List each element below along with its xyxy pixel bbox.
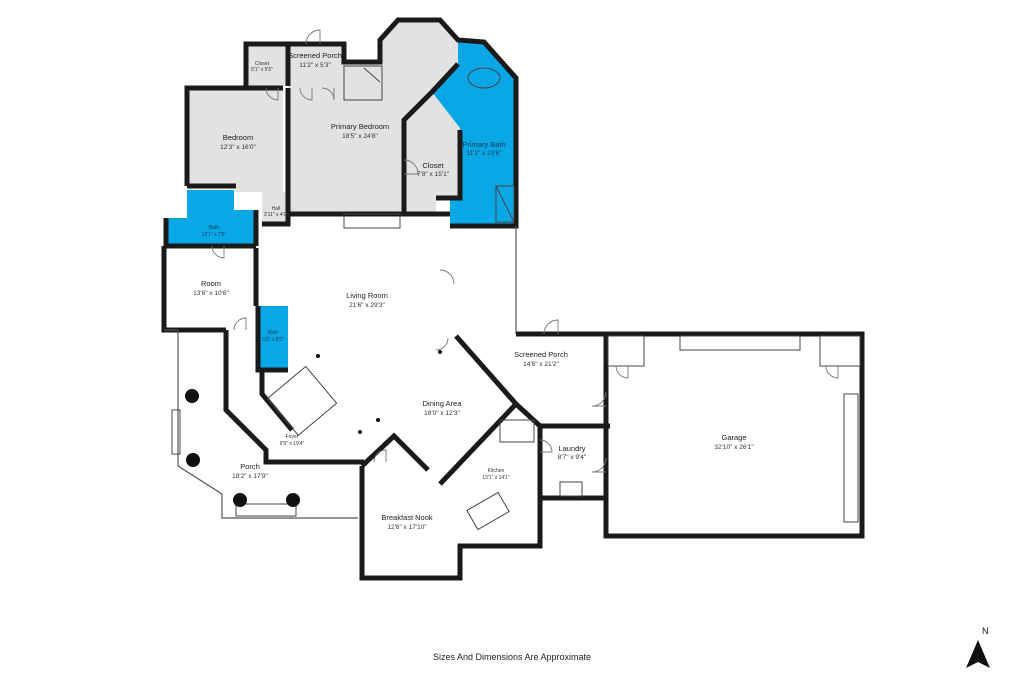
closet-small-fill (246, 44, 288, 86)
door-icon (211, 245, 225, 259)
primary-bedroom-dims: 18'5" x 24'8" (342, 133, 378, 140)
primary-bath-dims: 11'2" x 23'6" (466, 150, 502, 157)
closet-fill (404, 92, 460, 214)
column-icon (185, 389, 199, 403)
columns (185, 350, 442, 507)
closet-dims: 7'8" x 15'1" (417, 171, 450, 178)
screened-porch-name: Screened Porch (514, 350, 568, 359)
bath-upper-fill (166, 190, 256, 246)
fireplace-icon (343, 65, 383, 101)
primary-bath-fill (432, 42, 516, 226)
screened-porch-top-name: Screened Porch (288, 51, 342, 60)
porch-name: Porch (240, 462, 260, 471)
vanity-icon (343, 213, 401, 229)
column-icon (186, 453, 200, 467)
breakfast-nook-name: Breakfast Nook (381, 513, 433, 522)
dining-area-dims: 18'0" x 12'3" (424, 410, 460, 417)
door-icon (233, 317, 247, 331)
laundry-name: Laundry (558, 444, 585, 453)
screened-porch-dims: 14'6" x 21'2" (523, 361, 559, 368)
garage-door-icon (679, 335, 801, 351)
laundry-dims: 8'7" x 9'4" (558, 454, 587, 461)
bath-upper-dims: 12'1" x 7'6" (202, 232, 227, 238)
door-icon (825, 365, 839, 379)
door-icon (305, 29, 321, 45)
room-name: Room (201, 279, 221, 288)
porch-bench-icon (235, 503, 297, 517)
island-icon (466, 491, 510, 531)
bathtub-icon (467, 67, 501, 89)
footer-note: Sizes And Dimensions Are Approximate (432, 652, 592, 662)
door-icon (435, 337, 449, 351)
living-room-name: Living Room (346, 291, 388, 300)
room-labels: Closet 5'1" x 5'5" Screened Porch 11'2" … (193, 51, 754, 531)
door-icon (439, 269, 455, 285)
column-icon (316, 354, 320, 358)
bedroom-name: Bedroom (223, 133, 253, 142)
door-icon (539, 439, 553, 453)
compass-label: N (982, 626, 989, 636)
column-icon (376, 418, 380, 422)
door-icon (591, 457, 607, 473)
fixtures (171, 65, 861, 531)
garage-name: Garage (721, 433, 746, 442)
porch-dims: 18'2" x 17'9" (232, 473, 268, 480)
dining-area-name: Dining Area (423, 399, 463, 408)
bedroom-dims: 12'3" x 16'0" (220, 144, 256, 151)
door-icon (591, 391, 607, 407)
garage-dims: 32'10" x 26'1" (714, 444, 754, 451)
primary-bedroom-name: Primary Bedroom (331, 122, 389, 131)
screened-porch-top-dims: 11'2" x 5'3" (299, 62, 331, 69)
door-icon (615, 365, 629, 379)
room-fills (166, 22, 516, 370)
bath-upper-name: Bath (209, 225, 220, 231)
porch-rail-icon (171, 409, 181, 455)
hall-dims: 3'11" x 4'0" (264, 212, 288, 218)
column-icon (358, 430, 362, 434)
bedroom-fill (187, 88, 283, 192)
bath-lower-name: Bath (268, 330, 279, 336)
door-icon (543, 319, 559, 335)
column-icon (233, 493, 247, 507)
living-room-dims: 21'6" x 29'3" (349, 302, 385, 309)
foyer-dims: 9'9" x 19'4" (280, 441, 305, 447)
washer-icon (559, 481, 583, 497)
bath-lower-fill (258, 306, 288, 370)
closet-small-name: Closet (255, 61, 270, 67)
kitchen-dims: 13'1" x 14'1" (482, 475, 510, 481)
room-dims: 13'6" x 10'6" (193, 290, 229, 297)
counter-icon (499, 419, 535, 443)
garage-shelf-icon (843, 393, 859, 523)
garage-closet-icon (819, 335, 861, 367)
column-icon (286, 493, 300, 507)
doors (211, 29, 839, 473)
primary-bath-name: Primary Bath (462, 140, 505, 149)
column-icon (438, 350, 442, 354)
hall-name: Hall (272, 206, 281, 212)
foyer-name: Foyer (286, 434, 299, 440)
door-icon (299, 87, 313, 101)
door-icon (373, 449, 387, 463)
door-icon (265, 87, 279, 101)
breakfast-nook-dims: 12'6" x 17'10" (387, 524, 427, 531)
hall-fill (262, 192, 288, 224)
north-arrow-icon: N (966, 626, 990, 668)
door-icon (321, 87, 335, 101)
bath-lower-dims: 5'0" x 8'0" (262, 337, 284, 343)
screened-porch-top-fill (288, 44, 344, 70)
door-icon (403, 159, 419, 175)
garage-closet-left-icon (607, 335, 645, 367)
closet-small-dims: 5'1" x 5'5" (251, 67, 273, 73)
walls (161, 17, 865, 581)
kitchen-name: Kitchen (488, 468, 505, 474)
closet-name: Closet (422, 161, 444, 170)
shower-icon (495, 185, 515, 223)
stairs-icon (266, 365, 338, 437)
